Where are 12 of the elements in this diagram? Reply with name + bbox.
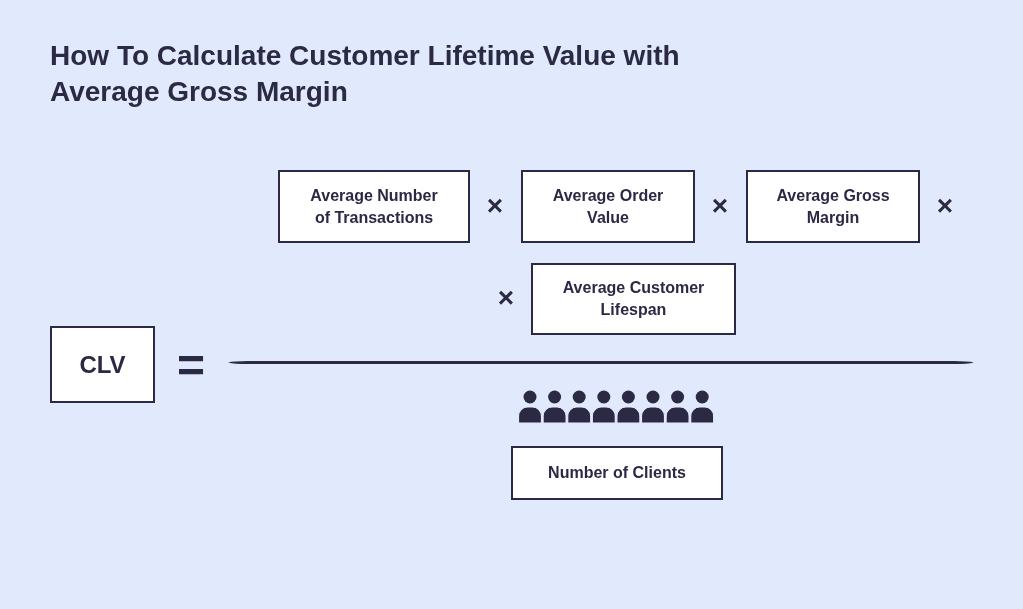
title: How To Calculate Customer Lifetime Value with Average Gross Margin xyxy=(50,39,681,109)
multiply-sign: × xyxy=(486,192,504,220)
term-box: Number of Clients xyxy=(511,446,723,500)
multiply-sign: × xyxy=(497,284,515,312)
term-box: Average Number of Transactions xyxy=(278,170,470,243)
term-box: Average Customer Lifespan xyxy=(531,263,736,335)
multiply-sign: × xyxy=(936,192,954,220)
term-box: Average Order Value xyxy=(521,170,695,243)
term-box: Average Gross Margin xyxy=(746,170,920,243)
equals-sign: = xyxy=(177,342,205,390)
result-box: CLV xyxy=(50,326,155,403)
multiply-sign: × xyxy=(711,192,729,220)
